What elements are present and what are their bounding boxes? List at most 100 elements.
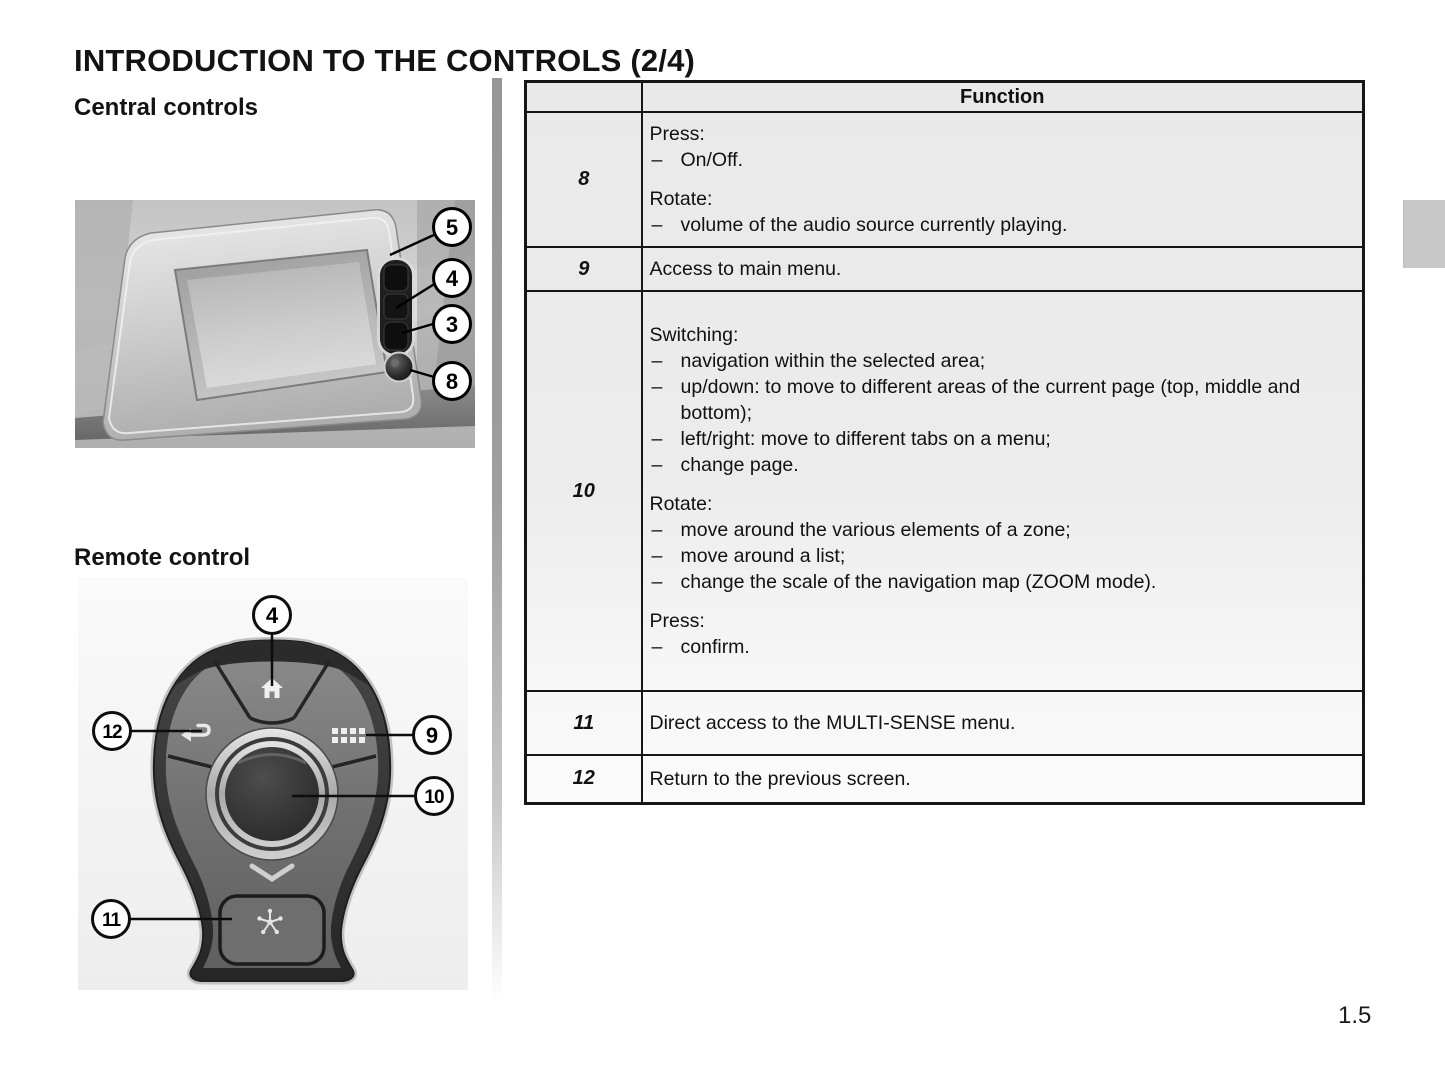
control-number: 11 — [524, 690, 643, 756]
function-column-header: Function — [640, 80, 1365, 113]
home-icon — [261, 678, 283, 698]
remote-control-illustration: 4 12 9 10 11 — [78, 578, 468, 990]
action-label: Press: — [649, 123, 705, 145]
control-number: 8 — [524, 111, 643, 248]
table-header-row: Function — [524, 80, 1365, 113]
button-5 — [383, 264, 409, 292]
bullet-text: move around the various elements of a zo… — [680, 519, 1071, 541]
callout-8: 8 — [432, 361, 472, 401]
svg-text:4: 4 — [446, 266, 459, 291]
callout-lines — [130, 634, 415, 921]
bullet-text: left/right: move to different tabs on a … — [680, 428, 1051, 450]
number-column-header — [524, 80, 643, 113]
column-divider — [492, 78, 502, 1003]
table-row: 12 Return to the previous screen. — [524, 754, 1365, 804]
action-label: Press: — [649, 610, 705, 632]
table-row: 11 Direct access to the MULTI-SENSE menu. — [524, 690, 1365, 756]
function-block: Press:–confirm. — [650, 608, 1353, 660]
svg-text:12: 12 — [102, 722, 122, 743]
bullet-dash: – — [651, 214, 663, 236]
callout-3: 3 — [432, 304, 472, 344]
callout-10: 10 — [414, 776, 454, 816]
function-cell: Return to the previous screen. — [640, 754, 1365, 804]
bullet-text: move around a list; — [680, 545, 846, 567]
bullet-item: –volume of the audio source currently pl… — [650, 212, 1353, 238]
multisense-button — [218, 894, 326, 966]
bullet-item: –confirm. — [650, 634, 1353, 660]
section-heading-central: Central controls — [74, 93, 259, 121]
central-controls-illustration: 5 4 3 8 — [75, 200, 475, 448]
bezel-highlight — [107, 216, 415, 435]
action-label: Switching: — [649, 324, 739, 346]
bullet-dash: – — [651, 519, 663, 541]
bullet-item: –change page. — [650, 452, 1353, 478]
bullet-item: –change the scale of the navigation map … — [650, 569, 1353, 595]
svg-text:9: 9 — [426, 723, 438, 748]
bullet-item: –move around a list; — [650, 543, 1353, 569]
control-number: 9 — [524, 246, 643, 292]
function-block: Return to the previous screen. — [650, 766, 1353, 792]
svg-text:3: 3 — [446, 312, 458, 337]
svg-text:11: 11 — [102, 910, 122, 931]
edge-tab — [1403, 200, 1445, 268]
bullet-text: navigation within the selected area; — [680, 350, 986, 372]
remote-control-photo: 4 12 9 10 11 — [78, 578, 468, 990]
display-face — [187, 262, 376, 388]
callout-12: 12 — [92, 711, 132, 751]
top-band — [174, 640, 370, 686]
bullet-item: –navigation within the selected area; — [650, 348, 1353, 374]
section-heading-remote: Remote control — [74, 543, 251, 571]
page-number: 1.5 — [1338, 1002, 1372, 1029]
bullet-item: –move around the various elements of a z… — [650, 517, 1353, 543]
callout-lines — [389, 232, 437, 379]
callout-5: 5 — [432, 207, 472, 247]
control-number: 12 — [524, 754, 643, 804]
button-3 — [383, 321, 409, 351]
action-label: Rotate: — [649, 493, 713, 515]
bullet-item: –up/down: to move to different areas of … — [650, 374, 1353, 426]
bullet-dash: – — [651, 350, 663, 372]
left-pillar — [75, 200, 133, 448]
callout-9: 9 — [412, 715, 452, 755]
function-cell: Access to main menu. — [640, 246, 1365, 292]
table-row: 9 Access to main menu. — [524, 246, 1365, 292]
function-text: Return to the previous screen. — [649, 767, 911, 790]
bullet-item: –On/Off. — [650, 147, 1353, 173]
bullet-text: On/Off. — [680, 149, 744, 171]
bullet-dash: – — [651, 545, 663, 567]
bullet-text: change the scale of the navigation map (… — [680, 571, 1157, 593]
function-block: Rotate:–move around the various elements… — [650, 491, 1353, 595]
action-label: Rotate: — [649, 188, 713, 210]
button-4 — [383, 293, 409, 320]
svg-text:8: 8 — [446, 369, 458, 394]
lower-notch — [249, 863, 295, 882]
bullet-item: –left/right: move to different tabs on a… — [650, 426, 1353, 452]
bullet-dash: – — [651, 636, 663, 658]
function-block: Direct access to the MULTI-SENSE menu. — [650, 710, 1353, 736]
bullet-dash: – — [651, 428, 663, 450]
knob-highlight — [237, 753, 307, 765]
rotary-knob — [225, 747, 319, 841]
function-block: Rotate:–volume of the audio source curre… — [650, 186, 1353, 238]
knob-highlight — [391, 359, 399, 367]
bullet-text: up/down: to move to different areas of t… — [680, 376, 1301, 424]
bullet-dash: – — [651, 149, 663, 171]
bottom-strip — [75, 426, 475, 448]
svg-text:10: 10 — [424, 787, 444, 808]
function-cell: Switching:–navigation within the selecte… — [640, 290, 1365, 692]
function-block: Switching:–navigation within the selecte… — [650, 322, 1353, 478]
multisense-icon — [257, 908, 283, 935]
callout-4: 4 — [252, 595, 292, 635]
function-text: Access to main menu. — [649, 258, 842, 280]
bullet-text: change page. — [680, 454, 799, 476]
function-cell: Direct access to the MULTI-SENSE menu. — [640, 690, 1365, 756]
bullet-text: confirm. — [680, 636, 750, 658]
function-block: Access to main menu. — [650, 256, 1353, 282]
callout-11: 11 — [91, 899, 131, 939]
function-cell: Press:–On/Off.Rotate:–volume of the audi… — [640, 111, 1365, 248]
function-block: Press:–On/Off. — [650, 121, 1353, 173]
central-controls-photo: 5 4 3 8 — [75, 200, 475, 448]
